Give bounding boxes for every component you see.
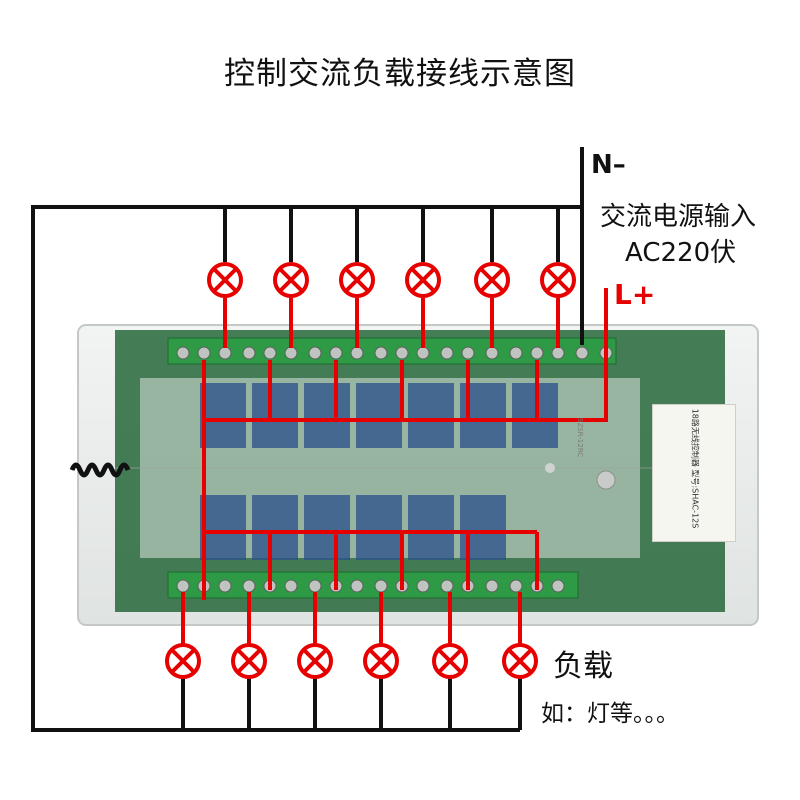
lamp-icon — [363, 643, 399, 679]
neutral-loop-wire — [31, 205, 582, 732]
page-title: 控制交流负载接线示意图 — [224, 56, 576, 92]
terminal-block-top — [167, 337, 617, 365]
lamp-icon — [231, 643, 267, 679]
lamp-icon — [165, 643, 201, 679]
lamp-icon — [405, 262, 441, 298]
mount-screw — [596, 470, 616, 490]
neutral-label: N– — [591, 150, 626, 180]
lamps-top — [207, 262, 576, 298]
lamp-icon — [540, 262, 576, 298]
live-wiring — [181, 288, 608, 644]
load-label: 负载 — [553, 649, 613, 684]
device-label-sticker: 18路无线控制器 型号:SHAC-12S — [652, 404, 736, 542]
terminal-screws-top — [176, 346, 613, 360]
lamp-icon — [502, 643, 538, 679]
controller-device — [69, 324, 759, 626]
ac-input-label: 交流电源输入 — [600, 202, 757, 232]
lamp-icon — [474, 262, 510, 298]
neutral-wiring — [31, 147, 584, 732]
relay-row-top — [200, 383, 558, 448]
live-label: L+ — [614, 278, 656, 311]
lamps-bottom — [165, 643, 538, 679]
relay — [356, 383, 402, 448]
ac-voltage-label: AC220伏 — [625, 238, 737, 268]
relay — [304, 383, 350, 448]
relay — [200, 383, 246, 448]
relay — [356, 495, 402, 560]
relay — [408, 495, 454, 560]
relay — [252, 383, 298, 448]
load-example: 如：灯等。。。 — [541, 701, 679, 727]
antenna-coil — [69, 462, 131, 478]
lamp-icon — [207, 262, 243, 298]
lamp-icon — [273, 262, 309, 298]
relay — [252, 495, 298, 560]
lamp-icon — [432, 643, 468, 679]
relay — [304, 495, 350, 560]
relay — [408, 383, 454, 448]
device-model-text: SZSR-12RC — [576, 418, 584, 458]
device-sticker-text: 18路无线控制器 型号:SHAC-12S — [690, 408, 700, 529]
relay — [200, 495, 246, 560]
lamp-icon — [297, 643, 333, 679]
lamp-icon — [339, 262, 375, 298]
